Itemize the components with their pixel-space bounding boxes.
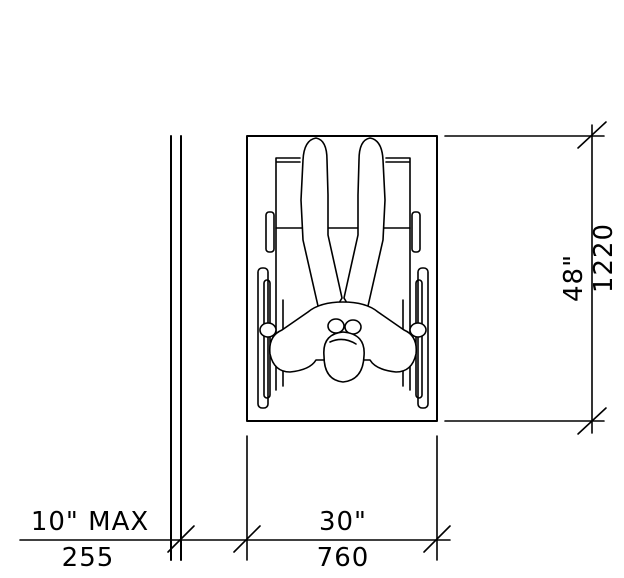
depth-imperial-label: 48" [559, 254, 589, 302]
depth-metric-label: 1220 [589, 223, 619, 293]
clearance-imperial-label: 10" MAX [31, 507, 149, 537]
clearance-metric-label: 255 [62, 543, 115, 573]
depth-dimension [444, 121, 607, 435]
width-metric-label: 760 [317, 543, 370, 573]
wall [170, 135, 182, 561]
clear-floor-space [246, 135, 438, 422]
width-dimension [19, 435, 451, 561]
wheelchair-occupant-figure [257, 137, 429, 409]
width-imperial-label: 30" [319, 507, 367, 537]
